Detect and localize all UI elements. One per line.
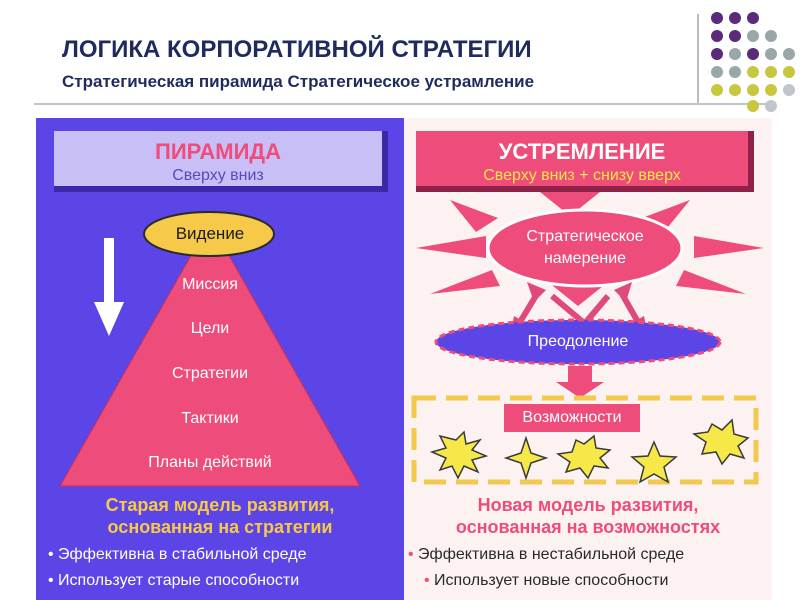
dot <box>765 84 777 96</box>
dot <box>747 84 759 96</box>
opportunity-stars <box>429 418 750 484</box>
dot <box>747 12 759 24</box>
strategic-intent-line1: Стратегическое <box>526 228 644 245</box>
opportunities-label-box <box>504 404 640 432</box>
pyramid-level-mission: Миссия <box>182 276 238 293</box>
dot <box>747 100 759 112</box>
dot <box>729 66 741 78</box>
new-model-bullet-2-text: Использует новые способности <box>434 572 669 589</box>
pyramid-level-goals: Цели <box>190 320 230 337</box>
old-model-line1: Старая модель развития, <box>105 495 335 515</box>
dot <box>747 66 759 78</box>
overcome-ellipse <box>434 318 722 366</box>
dot <box>711 48 723 60</box>
aspiration-banner-title: УСТРЕМЛЕНИЕ <box>498 139 666 164</box>
bullet-dot-icon: • <box>48 546 59 563</box>
down-arrow-icon <box>94 238 124 336</box>
dot <box>765 100 777 112</box>
dot <box>711 30 723 42</box>
star-four-point-icon <box>503 435 549 481</box>
pyramid-level-tactics: Тактики <box>181 410 239 427</box>
strategic-intent-label: Стратегическое намерение <box>500 226 670 270</box>
pyramid-triangle <box>59 220 361 487</box>
header-vertical-divider <box>697 14 699 104</box>
dot <box>711 12 723 24</box>
dot <box>711 66 723 78</box>
star-burst-icon <box>691 418 750 466</box>
vision-label: Видение <box>175 224 245 243</box>
dot <box>747 48 759 60</box>
dot <box>729 48 741 60</box>
new-model-line2: основанная на возможностях <box>455 517 721 537</box>
header-horizontal-divider <box>34 103 774 105</box>
aspiration-banner: УСТРЕМЛЕНИЕ Сверху вниз + снизу вверх <box>416 131 754 192</box>
new-model-bullet-1-text: Эффективна в нестабильной среде <box>418 546 685 563</box>
old-model-bullet-1-text: Эффективна в стабильной среде <box>58 546 307 563</box>
new-model-bullet-2: • Использует новые способности <box>424 572 668 590</box>
dot <box>729 84 741 96</box>
pyramid-banner-title: ПИРАМИДА <box>155 139 281 164</box>
old-model-bullet-1: • Эффективна в стабильной среде <box>48 546 306 564</box>
pyramid-banner: ПИРАМИДА Сверху вниз <box>54 131 388 192</box>
star-burst-icon <box>429 430 489 480</box>
vision-ellipse <box>143 211 275 257</box>
old-model-line2: основанная на стратегии <box>107 517 333 537</box>
dot <box>783 48 795 60</box>
dot <box>765 66 777 78</box>
dot <box>765 30 777 42</box>
new-model-line1: Новая модель развития, <box>477 495 699 515</box>
strategic-intent-ellipse <box>486 208 684 288</box>
new-model-bullet-1: • Эффективна в нестабильной среде <box>408 546 684 564</box>
overcome-label: Преодоление <box>527 333 629 350</box>
dot <box>747 30 759 42</box>
bullet-dot-icon: • <box>408 546 419 563</box>
pyramid-level-strategies: Стратегии <box>171 365 249 382</box>
dot <box>765 48 777 60</box>
dot <box>783 84 795 96</box>
dot <box>711 84 723 96</box>
bullet-dot-icon: • <box>424 572 435 589</box>
old-model-heading: Старая модель развития, основанная на ст… <box>40 494 400 538</box>
pyramid-banner-subtitle: Сверху вниз <box>172 167 264 184</box>
double-arrows <box>517 292 641 325</box>
dot <box>729 30 741 42</box>
slide-title: ЛОГИКА КОРПОРАТИВНОЙ СТРАТЕГИИ <box>62 36 532 63</box>
opportunities-dashed-box <box>411 395 759 485</box>
old-model-bullet-2-text: Использует старые способности <box>58 572 300 589</box>
new-model-heading: Новая модель развития, основанная на воз… <box>404 494 772 538</box>
dot <box>783 66 795 78</box>
dot <box>729 12 741 24</box>
down-block-arrow <box>556 366 604 398</box>
bullet-dot-icon: • <box>48 572 59 589</box>
old-model-bullet-2: • Использует старые способности <box>48 572 299 590</box>
star-five-point-icon <box>630 440 678 484</box>
star-burst-icon <box>555 434 612 480</box>
slide-subtitle: Стратегическая пирамида Стратегическое у… <box>62 72 535 91</box>
opportunities-label: Возможности <box>522 409 622 426</box>
strategic-intent-line2: намерение <box>543 250 627 267</box>
pyramid-level-action-plans: Планы действий <box>148 454 272 471</box>
aspiration-banner-subtitle: Сверху вниз + снизу вверх <box>483 167 681 184</box>
